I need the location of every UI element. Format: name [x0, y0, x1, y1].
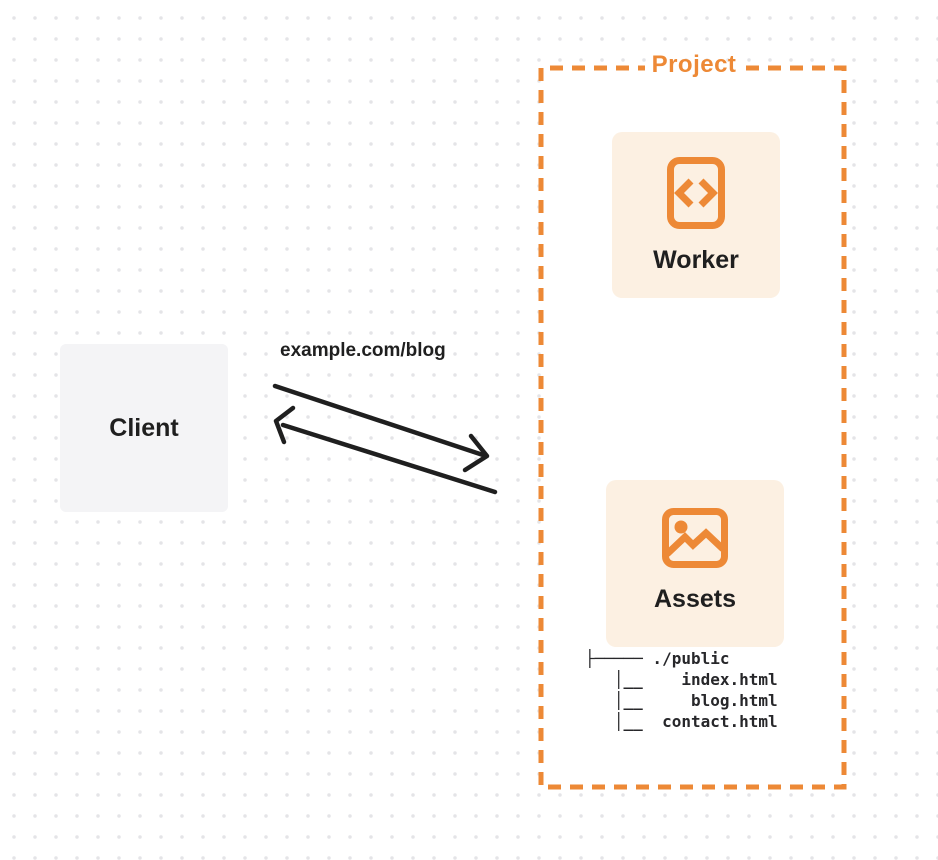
assets-label: Assets: [654, 585, 736, 613]
assets-node: Assets: [606, 480, 784, 647]
request-arrow: [272, 383, 490, 473]
client-label: Client: [109, 413, 179, 442]
request-url-label: example.com/blog: [280, 340, 446, 361]
worker-label: Worker: [653, 246, 739, 274]
client-node: Client: [60, 344, 228, 512]
response-arrow: [273, 405, 498, 495]
worker-node: Worker: [612, 132, 780, 298]
project-label: Project: [651, 51, 737, 78]
assets-file-tree: ├───── ./public │__ index.html │__ blog.…: [585, 649, 778, 731]
image-icon: [662, 508, 728, 568]
code-document-icon: [667, 157, 725, 229]
